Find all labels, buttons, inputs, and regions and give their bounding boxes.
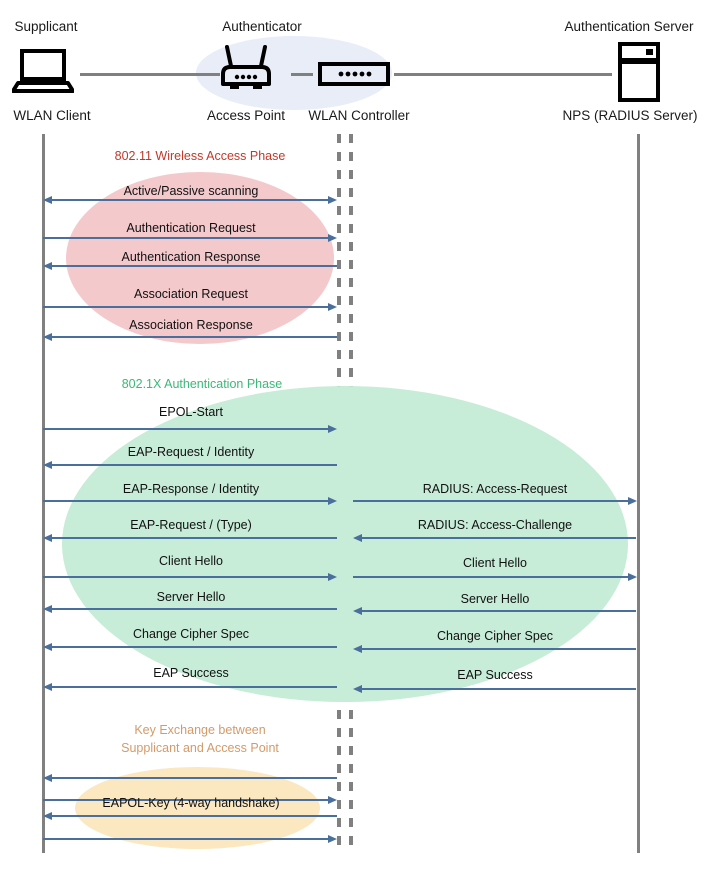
message-arrow xyxy=(43,576,328,578)
message-arrow xyxy=(43,306,328,308)
message-label: EAP Success xyxy=(457,668,533,682)
actor-device-wlan-controller: WLAN Controller xyxy=(308,108,410,123)
message-arrow xyxy=(43,428,328,430)
arrow-head-left xyxy=(43,332,52,341)
actor-device-access-point: Access Point xyxy=(206,108,286,123)
server-icon xyxy=(615,42,663,104)
message-arrow xyxy=(361,648,636,650)
message-label: EAP Success xyxy=(153,666,229,680)
message-label: RADIUS: Access-Challenge xyxy=(417,518,573,532)
actor-device-nps-radius-server: NPS (RADIUS Server) xyxy=(562,108,698,123)
message-label: EPOL-Start xyxy=(159,405,223,419)
message-arrow xyxy=(361,688,636,690)
access-point-icon xyxy=(216,44,276,94)
message-arrow xyxy=(51,464,337,466)
phase-8021x-caption: 802.1X Authentication Phase xyxy=(121,377,283,391)
message-arrow xyxy=(51,646,337,648)
laptop-icon xyxy=(11,48,75,94)
arrow-head-right xyxy=(328,302,337,311)
actor-role-authenticator: Authenticator xyxy=(222,19,302,34)
message-arrow xyxy=(51,537,337,539)
message-arrow xyxy=(353,576,628,578)
arrow-head-left xyxy=(43,533,52,542)
wlan-controller-icon xyxy=(318,60,390,88)
lifeline-supplicant xyxy=(42,134,45,853)
arrow-head-left xyxy=(43,261,52,270)
message-label: Authentication Request xyxy=(126,221,256,235)
message-label: Change Cipher Spec xyxy=(436,629,554,643)
arrow-head-right xyxy=(328,195,337,204)
phase-80211-blob xyxy=(66,172,334,344)
arrow-head-left xyxy=(43,195,52,204)
arrow-head-left xyxy=(353,684,362,693)
message-label: Authentication Response xyxy=(121,250,261,264)
message-label: Active/Passive scanning xyxy=(123,184,259,198)
message-label: EAPOL-Key (4-way handshake) xyxy=(102,796,280,810)
message-arrow xyxy=(353,500,628,502)
message-arrow xyxy=(43,237,328,239)
message-label: EAP-Request / (Type) xyxy=(130,518,252,532)
arrow-head-right xyxy=(328,424,337,433)
message-arrow xyxy=(51,199,328,201)
message-arrow xyxy=(51,336,337,338)
arrow-head-right xyxy=(628,496,637,505)
message-label: Change Cipher Spec xyxy=(132,627,250,641)
message-arrow xyxy=(43,799,328,801)
link-controller-to-server xyxy=(394,73,612,76)
arrow-head-right xyxy=(328,496,337,505)
message-arrow xyxy=(51,608,337,610)
arrow-head-left xyxy=(43,682,52,691)
message-arrow xyxy=(361,610,636,612)
arrow-head-right xyxy=(328,572,337,581)
phase-8021x-blob xyxy=(62,386,628,702)
arrow-head-right xyxy=(328,233,337,242)
phase-keyexchange-blob xyxy=(75,767,320,849)
message-label: EAP-Response / Identity xyxy=(122,482,260,496)
phase-80211-caption: 802.11 Wireless Access Phase xyxy=(114,149,286,163)
message-label: RADIUS: Access-Request xyxy=(422,482,568,496)
actor-role-supplicant: Supplicant xyxy=(14,19,78,34)
arrow-head-left xyxy=(43,773,52,782)
message-label: Client Hello xyxy=(159,554,223,568)
message-arrow xyxy=(51,265,337,267)
arrow-head-left xyxy=(353,644,362,653)
arrow-head-right xyxy=(328,834,337,843)
message-label: EAP-Request / Identity xyxy=(127,445,255,459)
arrow-head-left xyxy=(353,606,362,615)
message-label: Client Hello xyxy=(463,556,527,570)
message-arrow xyxy=(43,500,328,502)
phase-keyexchange-caption: Key Exchange between Supplicant and Acce… xyxy=(121,723,279,756)
message-arrow xyxy=(51,686,337,688)
message-arrow xyxy=(43,838,328,840)
arrow-head-left xyxy=(43,642,52,651)
message-label: Server Hello xyxy=(460,592,530,606)
message-arrow xyxy=(51,815,337,817)
message-arrow xyxy=(51,777,337,779)
message-label: Association Response xyxy=(129,318,253,332)
arrow-head-right xyxy=(328,795,337,804)
actor-role-authentication-server: Authentication Server xyxy=(564,19,694,34)
link-client-to-ap xyxy=(80,73,220,76)
link-ap-to-controller xyxy=(291,73,313,76)
message-arrow xyxy=(361,537,636,539)
arrow-head-left xyxy=(43,811,52,820)
arrow-head-left xyxy=(43,604,52,613)
actor-device-wlan-client: WLAN Client xyxy=(13,108,91,123)
arrow-head-left xyxy=(353,533,362,542)
message-label: Server Hello xyxy=(156,590,226,604)
lifeline-authentication-server xyxy=(637,134,640,853)
arrow-head-left xyxy=(43,460,52,469)
message-label: Association Request xyxy=(134,287,248,301)
arrow-head-right xyxy=(628,572,637,581)
